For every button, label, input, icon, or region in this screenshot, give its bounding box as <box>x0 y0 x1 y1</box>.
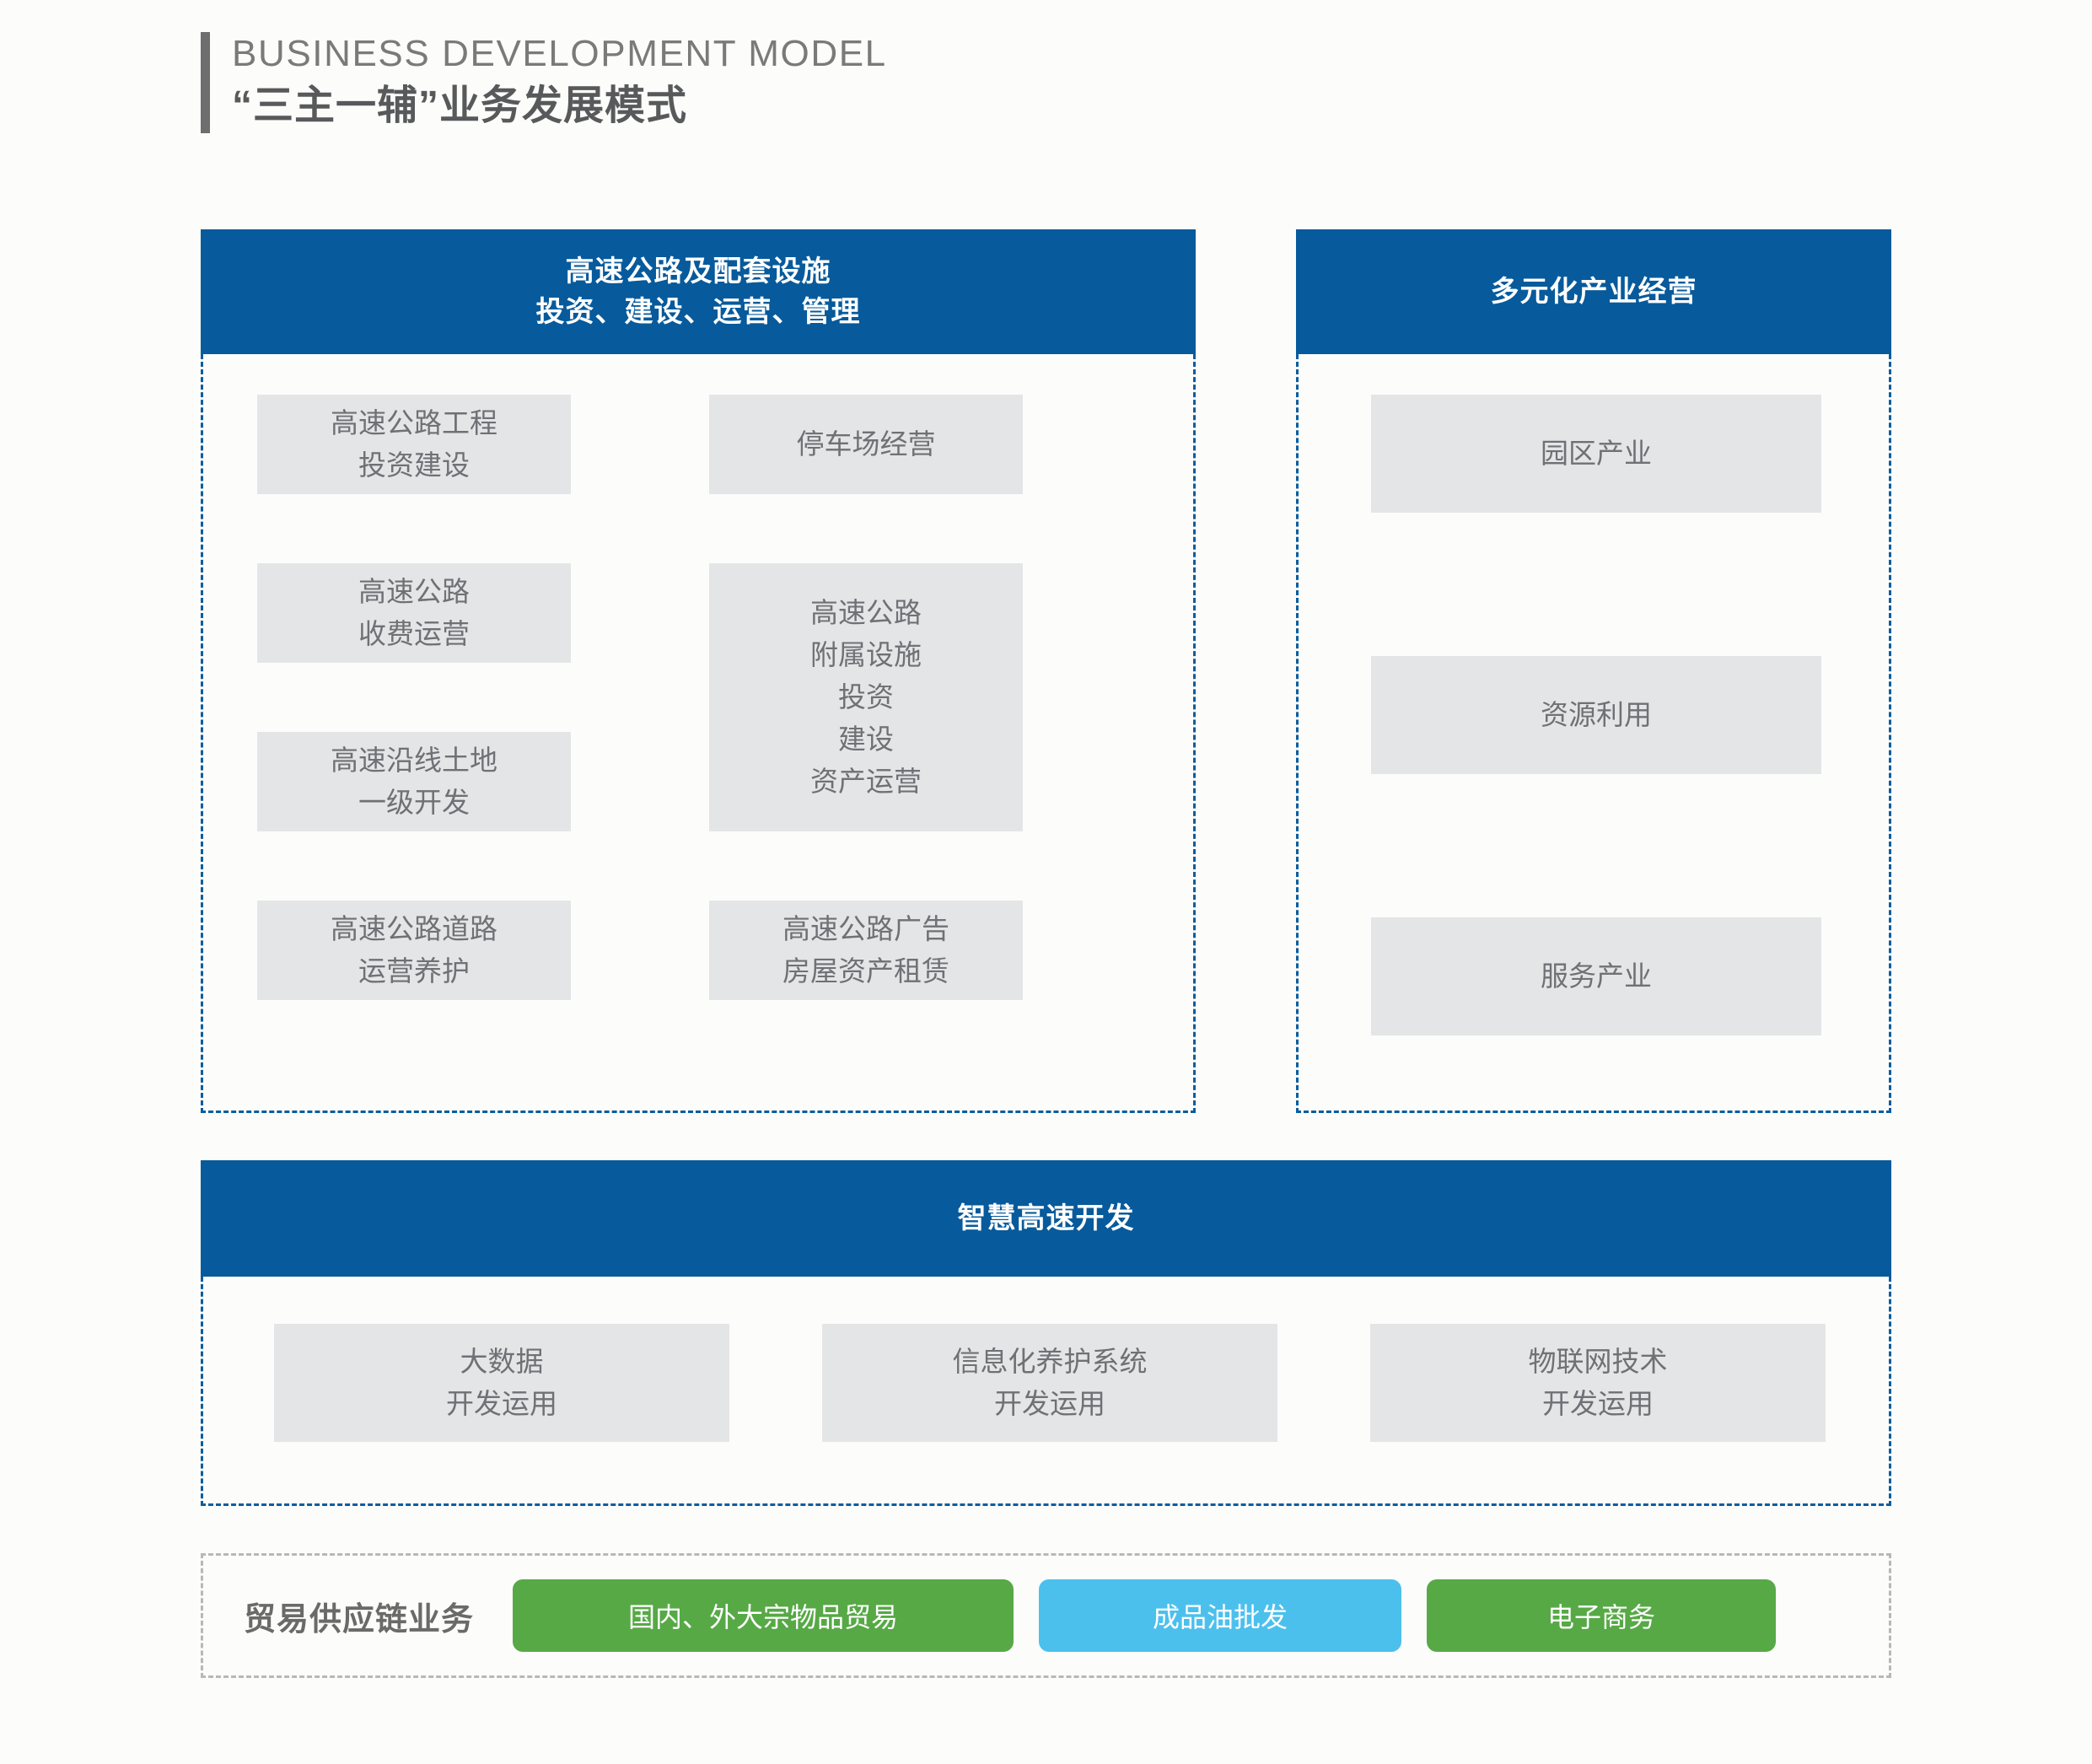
panel-highway-header-line1: 高速公路及配套设施 <box>565 255 831 288</box>
tile-big-data-development[interactable]: 大数据 开发运用 <box>274 1324 729 1442</box>
tile-resource-utilization[interactable]: 资源利用 <box>1371 656 1821 774</box>
tile-line: 资源利用 <box>1541 699 1652 730</box>
tile-line: 运营养护 <box>358 955 470 987</box>
tile-line: 大数据 <box>460 1346 544 1377</box>
panel-diversified-header: 多元化产业经营 <box>1296 229 1891 354</box>
tile-line: 投资建设 <box>358 449 470 481</box>
panel-smart-body: 大数据 开发运用 信息化养护系统 开发运用 物联网技术 开发运用 <box>201 1277 1891 1506</box>
tile-line: 停车场经营 <box>796 428 936 460</box>
tile-line: 资产运营 <box>810 766 922 797</box>
tile-line: 附属设施 <box>810 639 922 670</box>
tile-line: 高速公路工程 <box>331 407 497 438</box>
pill-refined-oil-wholesale[interactable]: 成品油批发 <box>1039 1579 1402 1652</box>
tile-parking-lot-operation[interactable]: 停车场经营 <box>709 395 1023 494</box>
tile-line: 房屋资产租赁 <box>782 955 949 987</box>
page-title: BUSINESS DEVELOPMENT MODEL “三主一辅”业务发展模式 <box>201 32 887 133</box>
tile-line: 信息化养护系统 <box>952 1346 1148 1377</box>
tile-road-operation-maintenance[interactable]: 高速公路道路 运营养护 <box>257 901 571 1000</box>
tile-line: 开发运用 <box>1542 1388 1654 1419</box>
tile-line: 开发运用 <box>994 1388 1105 1419</box>
title-english: BUSINESS DEVELOPMENT MODEL <box>232 33 887 74</box>
panel-smart-highway: 智慧高速开发 大数据 开发运用 信息化养护系统 开发运用 物联网技术 开发运用 <box>201 1160 1891 1506</box>
panel-highway-body: 高速公路工程 投资建设 停车场经营 高速公路 收费运营 高速公路 附属设施 投资… <box>201 354 1196 1113</box>
panel-diversified-industry: 多元化产业经营 园区产业 资源利用 服务产业 <box>1296 229 1891 1113</box>
tile-line: 高速公路 <box>358 576 470 607</box>
pill-bulk-commodity-trade[interactable]: 国内、外大宗物品贸易 <box>513 1579 1014 1652</box>
tile-service-industry[interactable]: 服务产业 <box>1371 917 1821 1035</box>
tile-line: 高速公路道路 <box>331 913 497 944</box>
tile-highway-toll-operation[interactable]: 高速公路 收费运营 <box>257 563 571 663</box>
tile-line: 高速公路广告 <box>782 913 949 944</box>
tile-line: 高速沿线土地 <box>331 745 497 776</box>
title-chinese: “三主一辅”业务发展模式 <box>232 83 688 128</box>
panel-diversified-header-line1: 多元化产业经营 <box>1490 276 1697 308</box>
panel-smart-header-line1: 智慧高速开发 <box>957 1202 1135 1234</box>
panel-diversified-body: 园区产业 资源利用 服务产业 <box>1296 354 1891 1113</box>
tile-line: 园区产业 <box>1541 438 1652 469</box>
panel-smart-header: 智慧高速开发 <box>201 1160 1891 1277</box>
tile-line: 一级开发 <box>358 787 470 818</box>
tile-line: 开发运用 <box>446 1388 557 1419</box>
tile-roadside-land-development[interactable]: 高速沿线土地 一级开发 <box>257 732 571 831</box>
panel-highway-header-line2: 投资、建设、运营、管理 <box>535 296 861 328</box>
tile-iot-technology-development[interactable]: 物联网技术 开发运用 <box>1370 1324 1826 1442</box>
trade-supply-chain-bar: 贸易供应链业务 国内、外大宗物品贸易 成品油批发 电子商务 <box>201 1553 1891 1678</box>
trade-supply-chain-label: 贸易供应链业务 <box>244 1601 475 1638</box>
panel-highway-header: 高速公路及配套设施 投资、建设、运营、管理 <box>201 229 1196 354</box>
tile-line: 投资 <box>838 681 894 713</box>
tile-line: 收费运营 <box>358 618 470 649</box>
tile-line: 服务产业 <box>1541 960 1652 992</box>
tile-informatized-maintenance-system[interactable]: 信息化养护系统 开发运用 <box>822 1324 1277 1442</box>
tile-park-industry[interactable]: 园区产业 <box>1371 395 1821 513</box>
tile-highway-engineering-investment[interactable]: 高速公路工程 投资建设 <box>257 395 571 494</box>
title-texts: BUSINESS DEVELOPMENT MODEL “三主一辅”业务发展模式 <box>232 32 887 133</box>
panel-highway: 高速公路及配套设施 投资、建设、运营、管理 高速公路工程 投资建设 停车场经营 … <box>201 229 1196 1113</box>
title-accent-bar <box>201 32 210 133</box>
pill-ecommerce[interactable]: 电子商务 <box>1427 1579 1777 1652</box>
tile-line: 建设 <box>838 723 894 755</box>
tile-line: 高速公路 <box>810 597 922 628</box>
tile-line: 物联网技术 <box>1528 1346 1668 1377</box>
tile-highway-ancillary-facilities[interactable]: 高速公路 附属设施 投资 建设 资产运营 <box>709 563 1023 831</box>
tile-advertising-property-leasing[interactable]: 高速公路广告 房屋资产租赁 <box>709 901 1023 1000</box>
